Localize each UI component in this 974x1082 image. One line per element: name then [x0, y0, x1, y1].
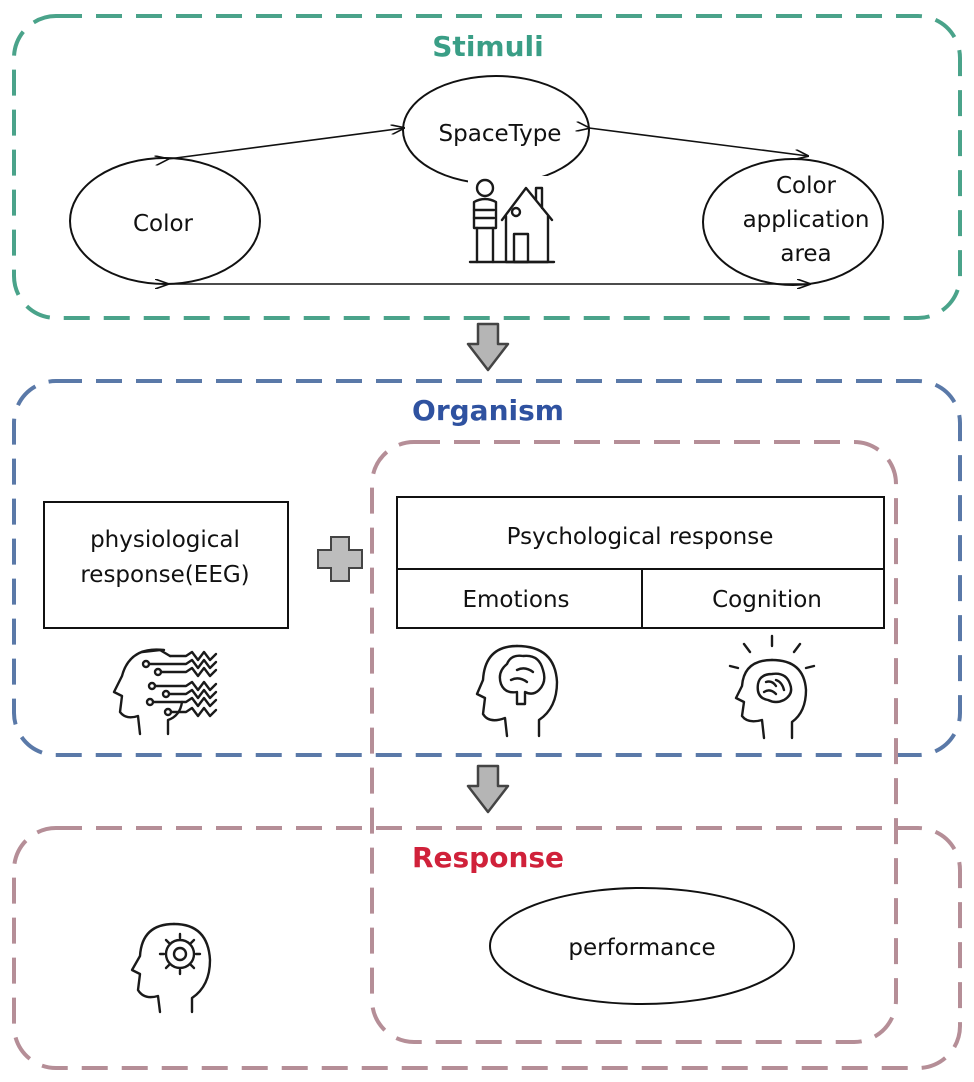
response-frame [12, 826, 962, 1070]
performance-label: performance [568, 935, 715, 961]
physiological-line-1: physiological [90, 527, 240, 553]
connector-color-spacetype [168, 128, 404, 159]
connector-spacetype-area [589, 128, 808, 156]
plus-icon [317, 536, 363, 582]
gear-head-icon [130, 922, 212, 1014]
color-area-line-2: application [743, 207, 870, 233]
physiological-line-2: response(EEG) [80, 562, 249, 588]
stimuli-frame [12, 14, 962, 320]
idea-brain-head-icon [728, 634, 816, 740]
eeg-head-icon [112, 648, 218, 736]
psychological-frame [370, 440, 898, 1044]
cognition-cell: Cognition [712, 587, 822, 613]
down-arrow-icon [466, 764, 510, 814]
color-area-line-3: area [780, 241, 831, 267]
stimuli-title: Stimuli [432, 30, 543, 63]
spacetype-label: SpaceType [439, 121, 562, 147]
physiological-box [43, 501, 289, 629]
psychological-table [396, 496, 885, 629]
response-title: Response [412, 841, 564, 874]
down-arrow-icon [466, 322, 510, 372]
person-house-icon [468, 176, 556, 266]
color-area-line-1: Color [776, 173, 837, 199]
psychological-header: Psychological response [507, 524, 774, 550]
organism-title: Organism [412, 394, 564, 427]
performance-node [489, 887, 795, 1005]
brain-head-icon [475, 644, 559, 738]
emotions-cell: Emotions [462, 587, 569, 613]
color-label: Color [133, 211, 194, 237]
